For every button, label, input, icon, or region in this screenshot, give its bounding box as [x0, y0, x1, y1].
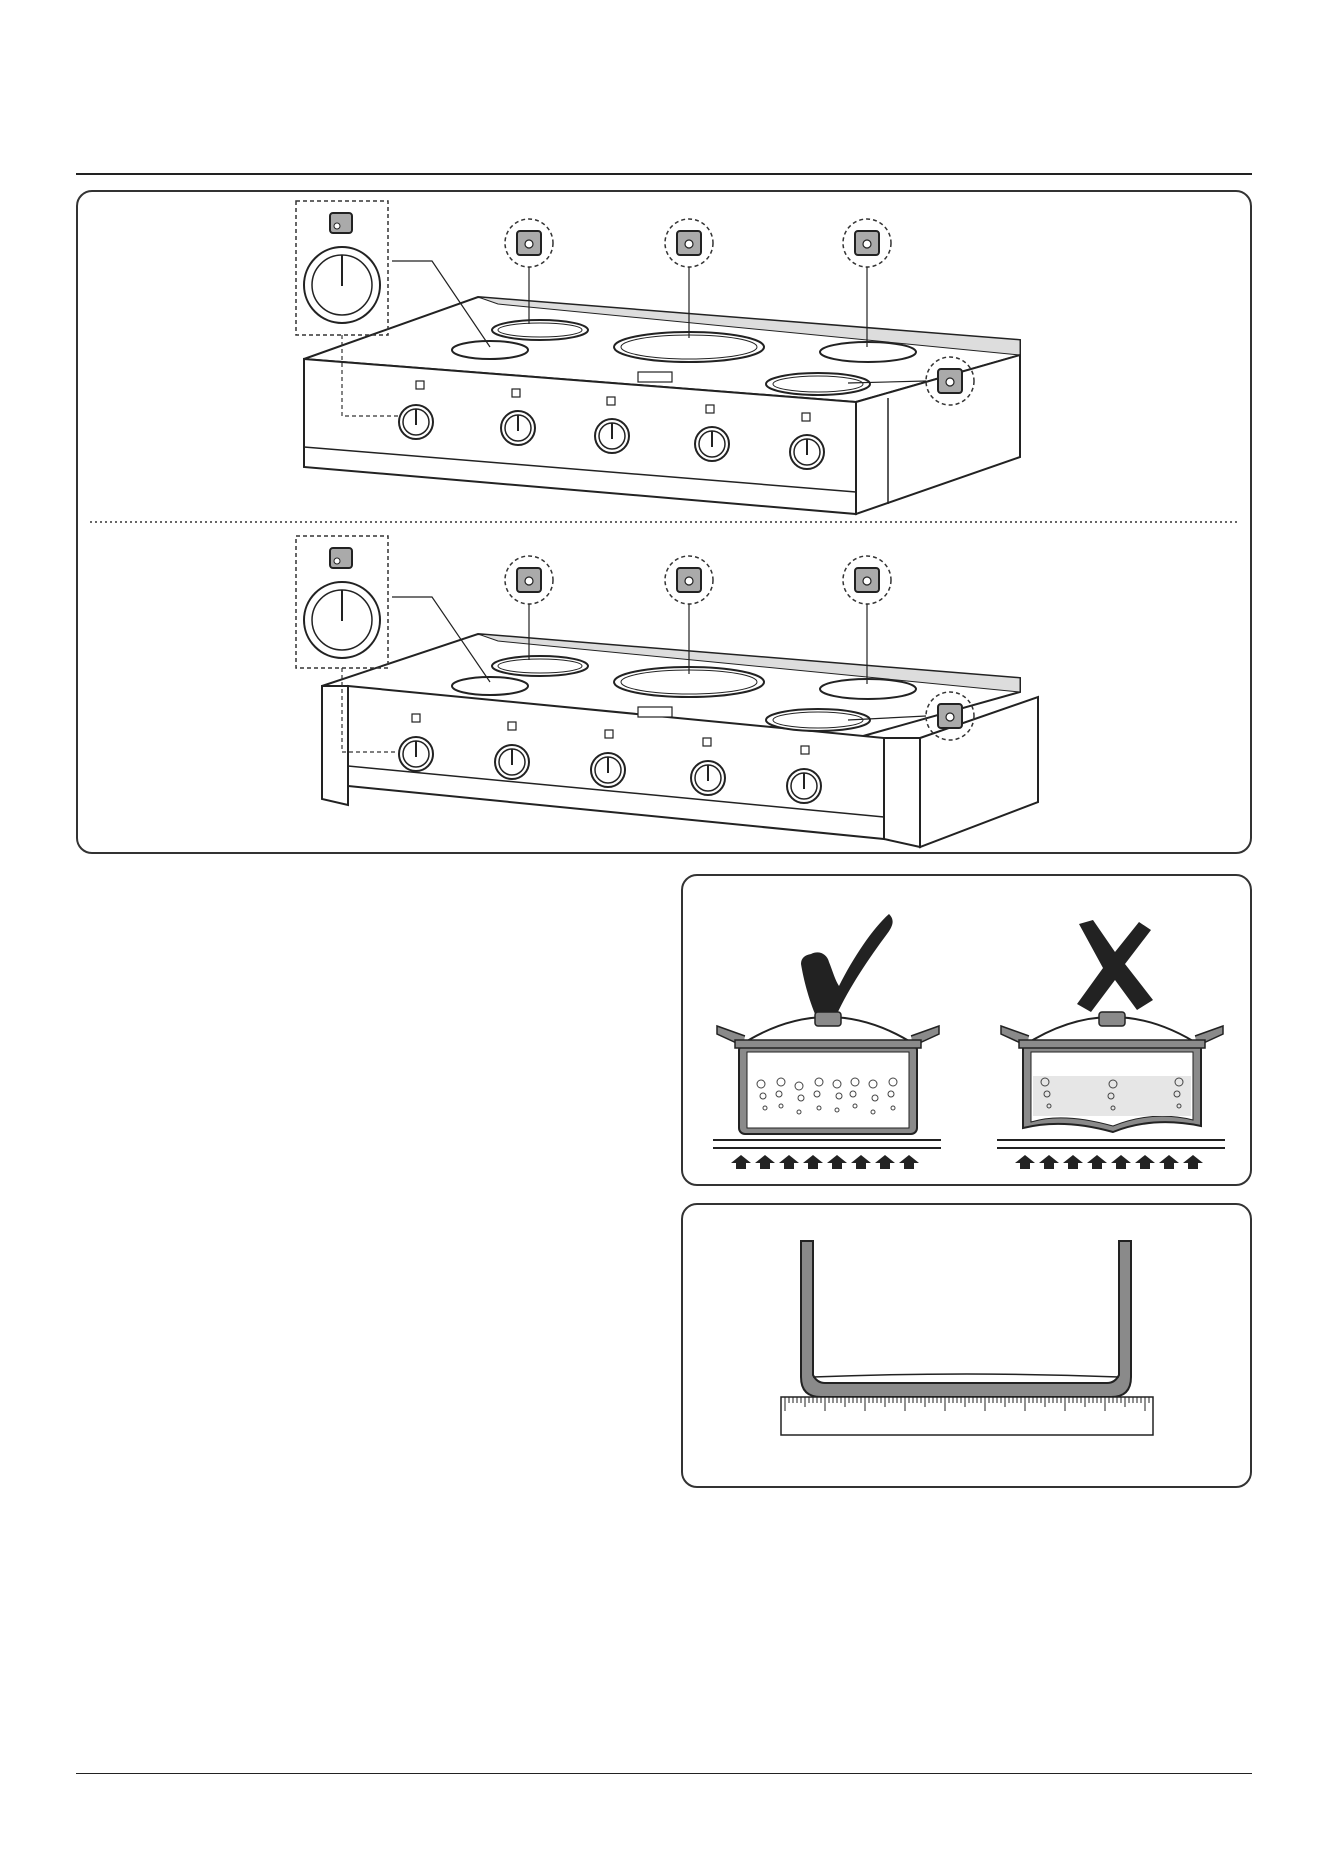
cooktop-bottom-variant — [296, 536, 1038, 847]
cooktop-illustration-panel — [76, 190, 1252, 854]
correct-pan — [713, 1012, 941, 1169]
cross-mark-icon — [1077, 920, 1153, 1012]
check-mark-icon — [801, 914, 893, 1021]
cooktop-top-variant — [296, 201, 1020, 514]
pan-comparison-illustration — [683, 876, 1250, 1184]
pan-flatness-panel — [681, 1203, 1252, 1488]
ruler — [781, 1397, 1153, 1435]
incorrect-pan — [997, 1012, 1225, 1169]
footer-rule — [76, 1773, 1252, 1774]
cooktop-illustrations — [78, 192, 1250, 852]
pan-bottom-comparison-panel — [681, 874, 1252, 1186]
pan-on-ruler-illustration — [683, 1205, 1250, 1486]
pan-cross-section — [801, 1241, 1131, 1397]
header-rule — [76, 173, 1252, 175]
